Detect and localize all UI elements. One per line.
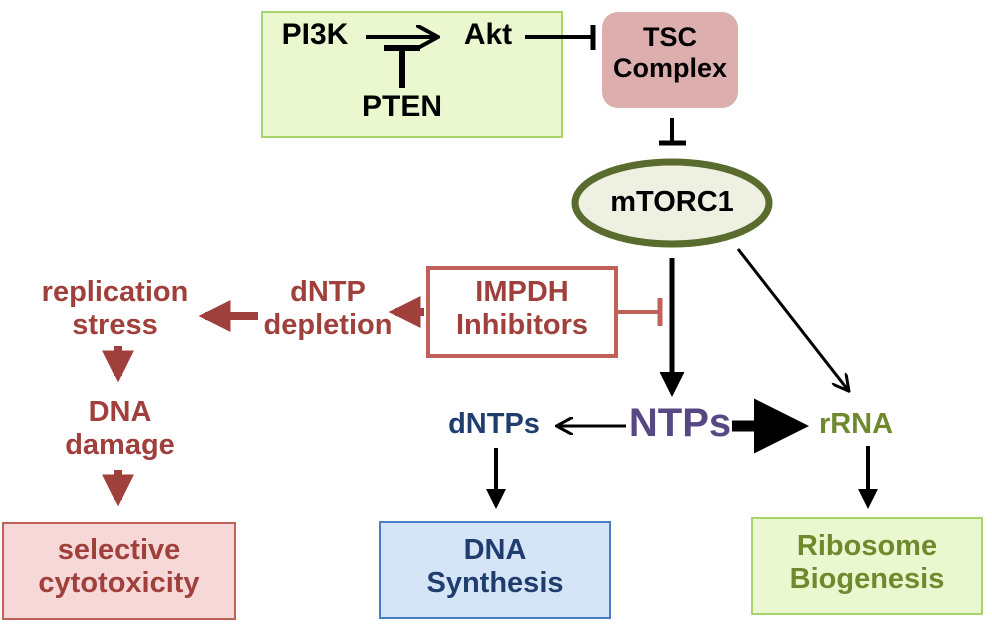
synthesis-label-line1: DNA bbox=[463, 534, 527, 566]
impdh-inhibitors-label: IMPDH Inhibitors bbox=[428, 276, 616, 343]
cytotoxicity-label-line2: cytotoxicity bbox=[38, 567, 200, 600]
ntps-label: NTPs bbox=[628, 401, 732, 445]
akt-label: Akt bbox=[463, 18, 513, 51]
tsc-complex-box bbox=[602, 12, 738, 108]
dna-synthesis-label: DNA Synthesis bbox=[380, 534, 610, 601]
dntps-label: dNTPs bbox=[448, 408, 540, 440]
ribosome-biogenesis-box bbox=[751, 517, 983, 615]
replication-stress-label: replication stress bbox=[10, 276, 220, 343]
damage-label-line1: DNA bbox=[88, 396, 152, 428]
depletion-label-line1: dNTP bbox=[290, 276, 366, 308]
cytotoxicity-label-line1: selective bbox=[57, 534, 181, 566]
selective-cytotoxicity-box bbox=[2, 522, 236, 620]
pi3k-label: PI3K bbox=[281, 18, 349, 51]
biogenesis-label-line1: Ribosome bbox=[796, 530, 938, 562]
dntp-depletion-label: dNTP depletion bbox=[248, 276, 408, 343]
selective-cytotoxicity-label: selective cytotoxicity bbox=[3, 534, 235, 601]
tsc-complex-label: TSC Complex bbox=[602, 22, 738, 84]
ribosome-biogenesis-label: Ribosome Biogenesis bbox=[752, 530, 982, 597]
tsc-label-line2: Complex bbox=[612, 53, 728, 84]
tsc-label-line1: TSC bbox=[643, 22, 697, 52]
mtorc1-to-rrna-arrow bbox=[736, 248, 848, 390]
stress-label-line2: stress bbox=[72, 309, 158, 342]
pi3k-akt-box bbox=[261, 11, 563, 138]
synthesis-label-line2: Synthesis bbox=[426, 567, 564, 600]
dna-damage-label: DNA damage bbox=[40, 396, 200, 463]
dna-synthesis-box bbox=[379, 521, 611, 619]
mtorc1-label: mTORC1 bbox=[610, 186, 734, 218]
stress-label-line1: replication bbox=[41, 276, 189, 308]
pten-label: PTEN bbox=[361, 90, 442, 123]
impdh-label-line1: IMPDH bbox=[475, 276, 569, 308]
depletion-label-line2: depletion bbox=[263, 309, 393, 342]
mtorc1-ellipse bbox=[571, 158, 773, 248]
impdh-label-line2: Inhibitors bbox=[455, 309, 589, 342]
rrna-label: rRNA bbox=[818, 408, 894, 440]
biogenesis-label-line2: Biogenesis bbox=[789, 563, 945, 596]
damage-label-line2: damage bbox=[65, 429, 175, 462]
